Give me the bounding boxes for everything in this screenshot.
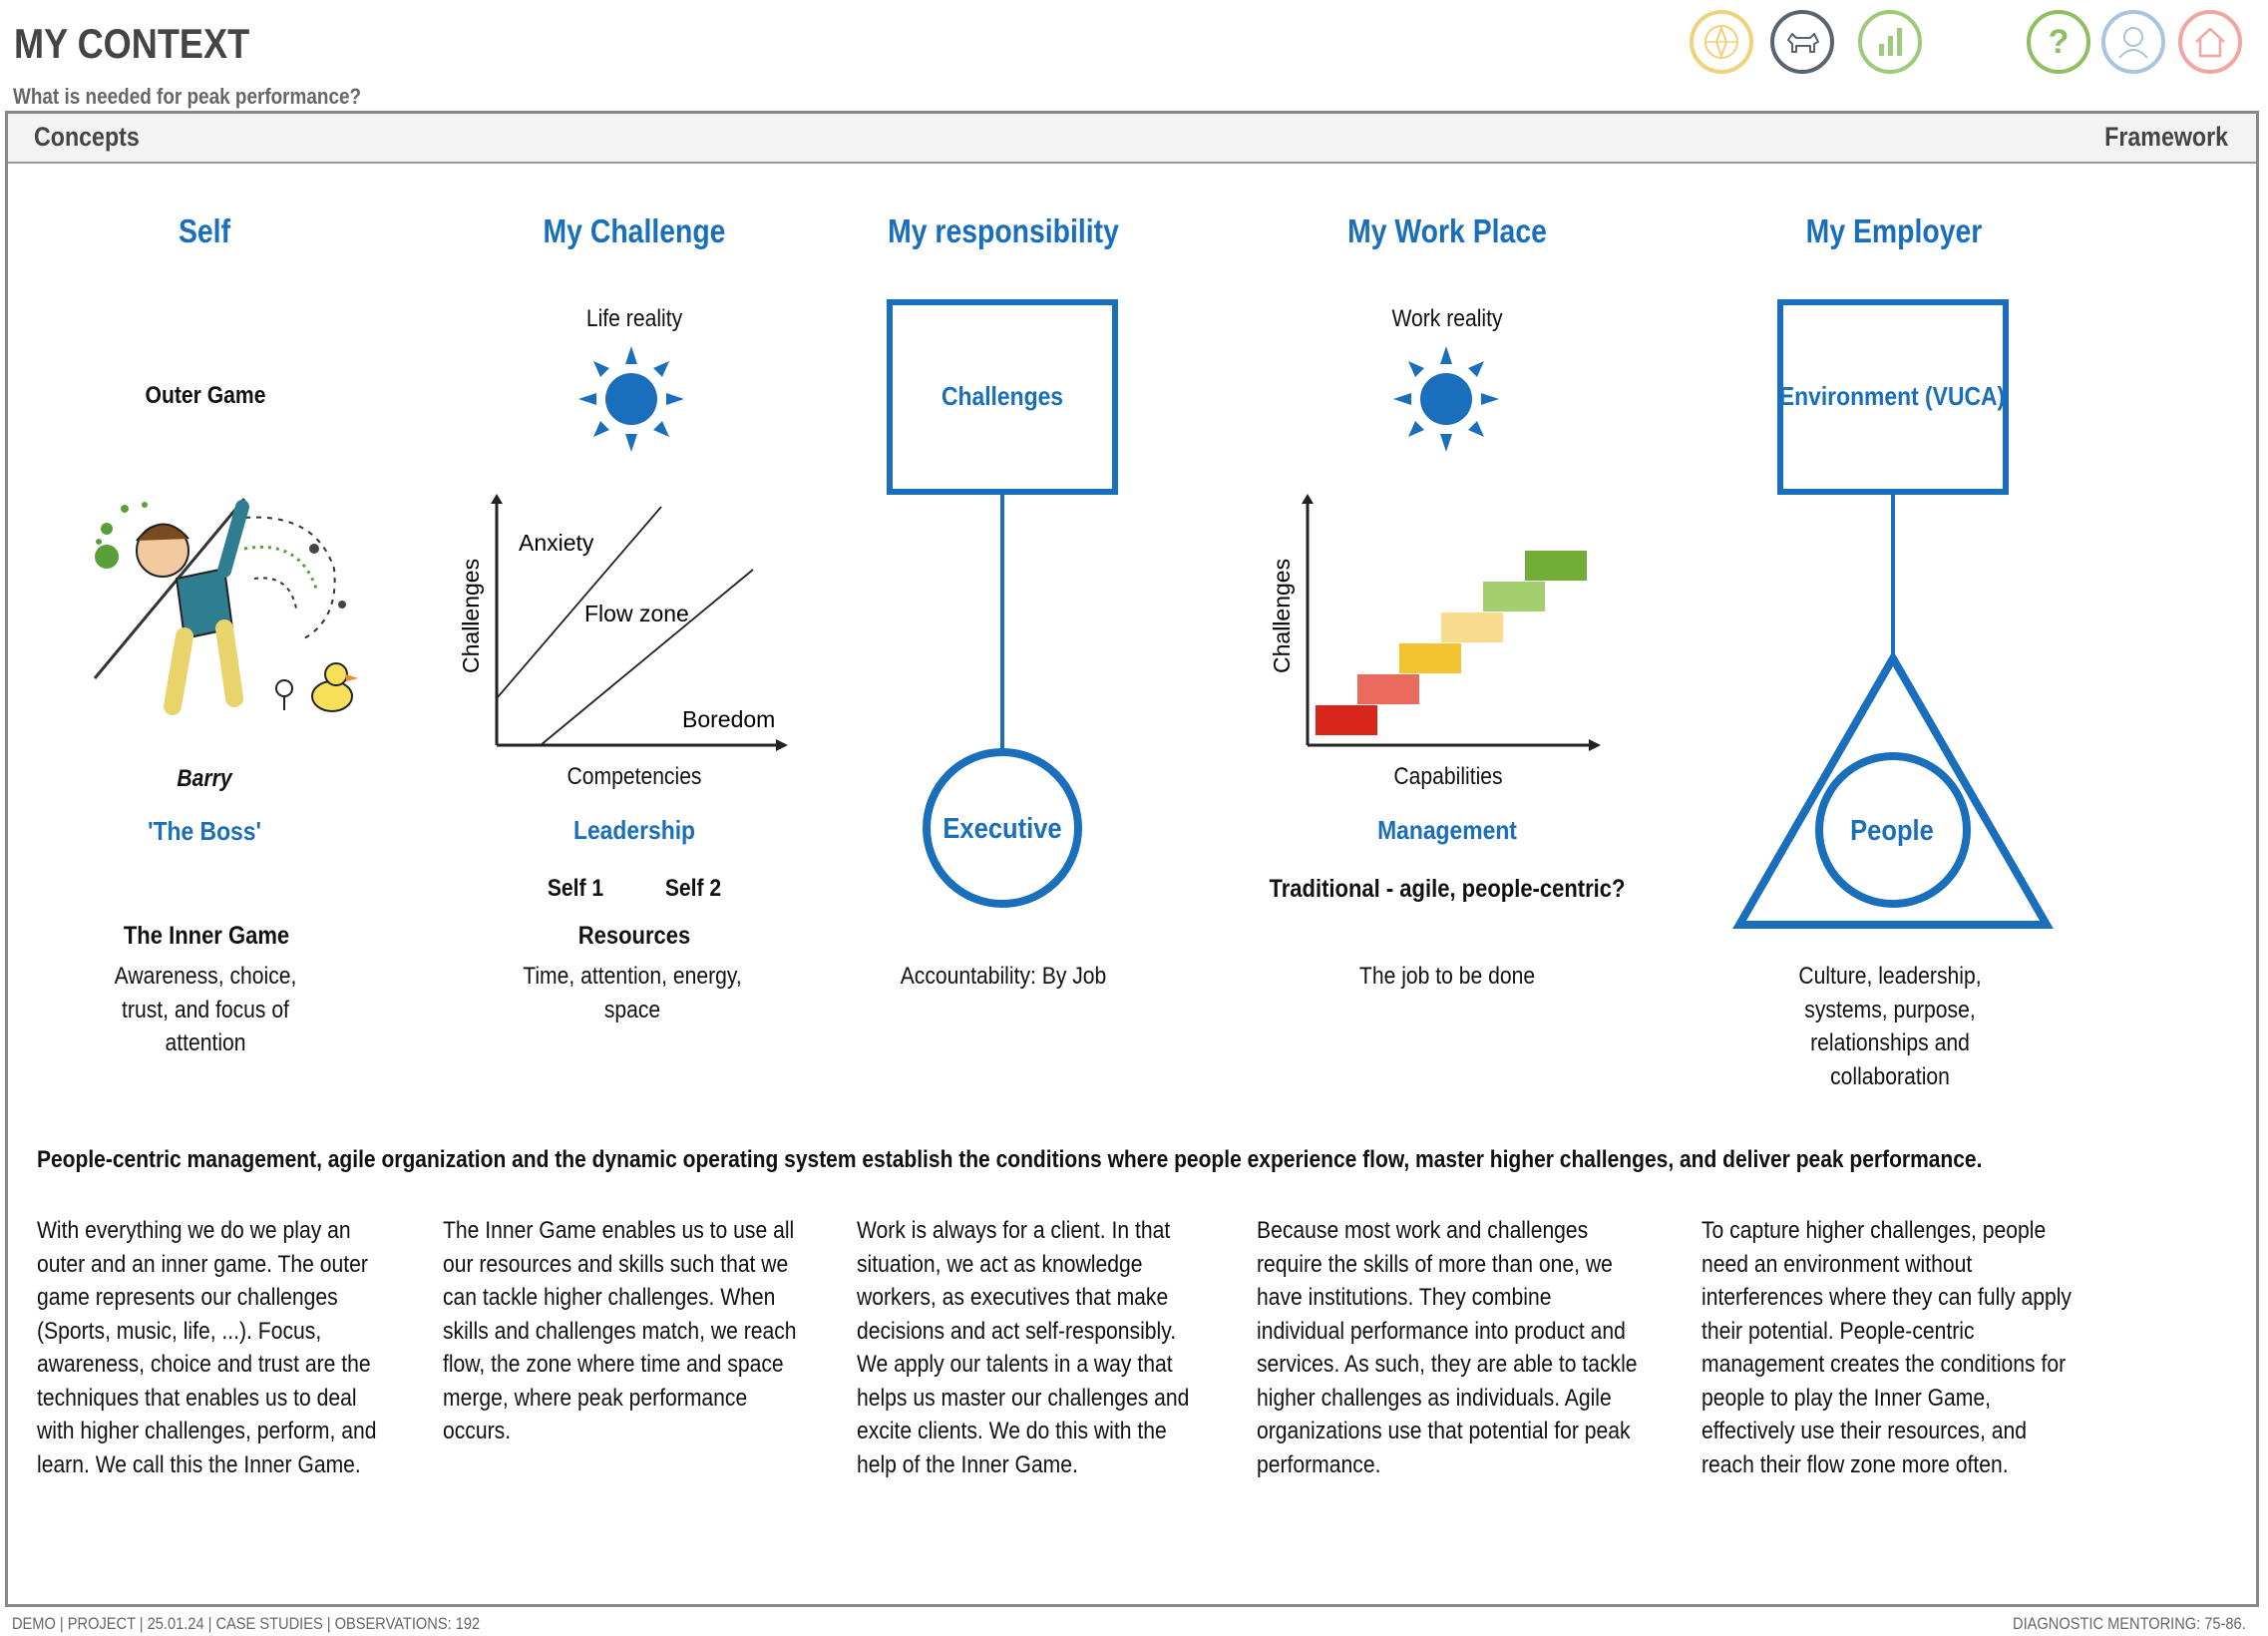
concepts-tab[interactable]: Concepts	[34, 122, 140, 152]
work-reality-label: Work reality	[1391, 305, 1503, 332]
workplace-question: Traditional - agile, people-centric?	[1269, 875, 1626, 903]
golfer-illustration	[93, 498, 358, 715]
capability-chart: Challenges	[1269, 494, 1601, 751]
capability-step	[1357, 674, 1419, 704]
column-title-self: Self	[178, 212, 231, 249]
boredom-label: Boredom	[682, 706, 775, 732]
y-axis-label: Challenges	[1269, 559, 1295, 673]
user-button[interactable]	[2101, 10, 2165, 74]
challenges-box-label: Challenges	[941, 381, 1064, 411]
column-title-responsibility: My responsibility	[888, 212, 1119, 249]
home-icon	[2195, 27, 2225, 58]
responsibility-diagram	[887, 299, 1118, 908]
challenge-description: Time, attention, energy, space	[523, 963, 742, 1023]
column-title-employer: My Employer	[1805, 212, 1983, 249]
environment-box-label: Environment (VUCA)	[1778, 381, 2006, 411]
anxiety-label: Anxiety	[519, 530, 594, 556]
capability-step	[1399, 643, 1461, 673]
outer-game-label: Outer Game	[145, 382, 266, 409]
framework-tab[interactable]: Framework	[2104, 122, 2228, 152]
bar-chart-button[interactable]	[1858, 10, 1922, 74]
y-axis-label: Challenges	[458, 559, 484, 673]
user-icon	[2118, 27, 2148, 59]
section-bar	[8, 114, 2256, 164]
capability-step	[1441, 613, 1503, 642]
self-description: Awareness, choice, trust, and focus of a…	[114, 963, 297, 1056]
main-frame	[5, 111, 2259, 1607]
footer-reference: DIAGNOSTIC MENTORING: 75-86.	[2013, 1614, 2246, 1633]
person-name: Barry	[177, 765, 232, 792]
capabilities-label: Capabilities	[1393, 763, 1503, 790]
compass-icon	[1704, 25, 1738, 59]
resources-label: Resources	[577, 922, 691, 950]
help-icon: ?	[2048, 22, 2070, 61]
bar-chart-icon	[1879, 28, 1902, 56]
compass-button[interactable]	[1690, 10, 1753, 74]
page-subtitle: What is needed for peak performance?	[13, 84, 362, 109]
summary-statement: People-centric management, agile organiz…	[37, 1146, 1983, 1173]
column-title-challenge: My Challenge	[543, 212, 726, 249]
flow-chart: Anxiety Flow zone Boredom Challenges	[458, 494, 788, 751]
capability-step	[1316, 705, 1377, 735]
column-title-workplace: My Work Place	[1347, 212, 1547, 249]
competencies-label: Competencies	[567, 763, 702, 790]
workplace-description: The job to be done	[1358, 963, 1536, 990]
executive-label: Executive	[943, 813, 1062, 845]
life-reality-label: Life reality	[585, 305, 683, 332]
home-button[interactable]	[2178, 10, 2242, 74]
people-label: People	[1850, 815, 1934, 847]
dog-icon	[1787, 33, 1819, 53]
employer-diagram	[1732, 299, 2054, 929]
employer-description: Culture, leadership, systems, purpose, r…	[1798, 963, 1982, 1090]
management-label: Management	[1377, 815, 1517, 845]
capability-step	[1525, 551, 1587, 581]
self1-label: Self 1	[547, 875, 604, 902]
help-button[interactable]: ?	[2027, 10, 2090, 74]
self-role: 'The Boss'	[148, 816, 261, 846]
inner-game-label: The Inner Game	[123, 922, 290, 950]
sun-icon	[1393, 346, 1499, 452]
flow-zone-label: Flow zone	[584, 601, 689, 626]
self2-label: Self 2	[664, 875, 722, 902]
page-title: MY CONTEXT	[14, 20, 250, 67]
responsibility-description: Accountability: By Job	[900, 963, 1107, 990]
footer-status: DEMO | PROJECT | 25.01.24 | CASE STUDIES…	[12, 1614, 481, 1633]
capability-step	[1483, 582, 1545, 612]
sun-icon	[578, 346, 684, 452]
leadership-label: Leadership	[572, 815, 696, 845]
dog-button[interactable]	[1770, 10, 1834, 74]
